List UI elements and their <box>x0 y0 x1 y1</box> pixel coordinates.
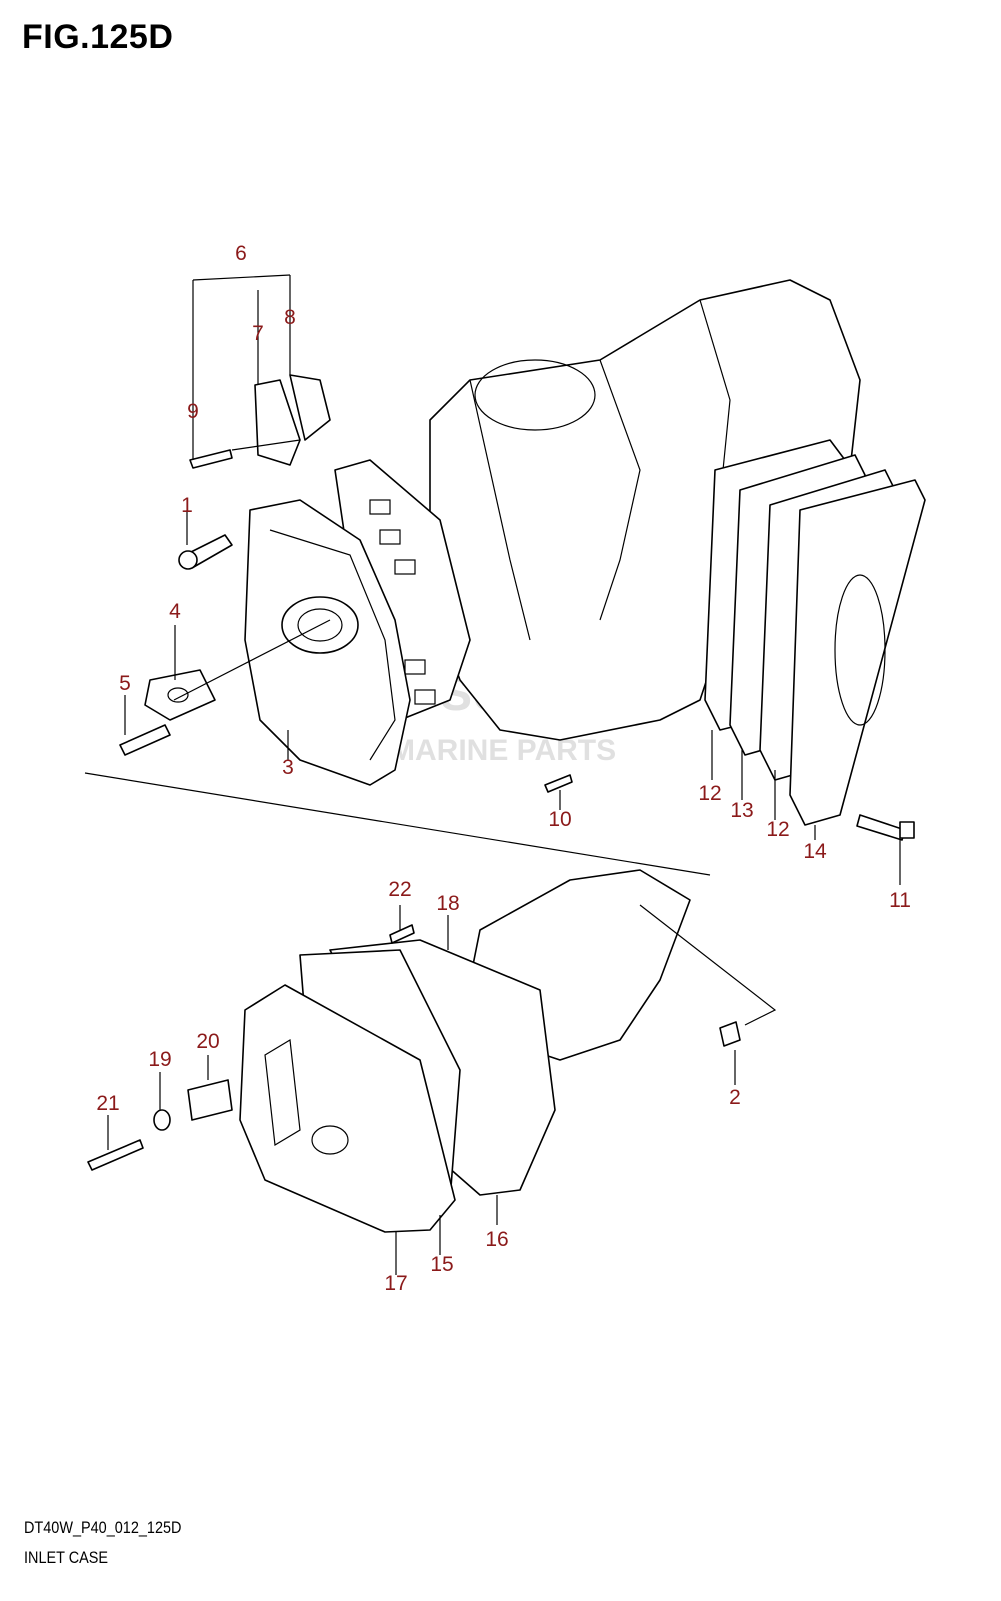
callout-7: 7 <box>252 322 264 345</box>
callout-2: 2 <box>729 1086 741 1109</box>
figure-name: INLET CASE <box>24 1548 109 1567</box>
callout-18: 18 <box>436 892 459 915</box>
fasteners <box>87 449 915 1171</box>
cylinder-block <box>429 279 861 741</box>
figure-code: DT40W_P40_012_125D <box>24 1518 182 1537</box>
callout-9: 9 <box>187 400 199 423</box>
callout-5: 5 <box>119 672 131 695</box>
callout-13: 13 <box>730 799 753 822</box>
callout-10: 10 <box>548 808 571 831</box>
callout-3: 3 <box>282 756 294 779</box>
callouts: 6 7 8 9 1 4 5 3 10 12 13 12 14 11 22 18 … <box>96 242 911 1295</box>
callout-1: 1 <box>181 494 193 517</box>
callout-14: 14 <box>803 840 827 863</box>
callout-20: 20 <box>196 1030 219 1053</box>
assembly-lines <box>84 439 777 1026</box>
callout-15: 15 <box>430 1253 453 1276</box>
leader-lines <box>107 274 901 1275</box>
figure-title: FIG.125D <box>22 18 174 56</box>
reed-stopper <box>254 374 331 466</box>
callout-21: 21 <box>96 1092 119 1115</box>
callout-19: 19 <box>148 1048 171 1071</box>
gasket-set <box>704 439 926 826</box>
callout-22: 22 <box>388 878 411 901</box>
callout-11: 11 <box>889 889 911 912</box>
callout-12b: 12 <box>766 818 789 841</box>
watermark-sub: MARINE PARTS <box>390 734 616 767</box>
callout-8: 8 <box>284 306 296 329</box>
callout-12a: 12 <box>698 782 721 805</box>
callout-4: 4 <box>169 600 181 623</box>
silencer-body <box>239 869 691 1233</box>
callout-6: 6 <box>235 242 247 265</box>
callout-16: 16 <box>485 1228 508 1251</box>
callout-17: 17 <box>384 1272 407 1295</box>
